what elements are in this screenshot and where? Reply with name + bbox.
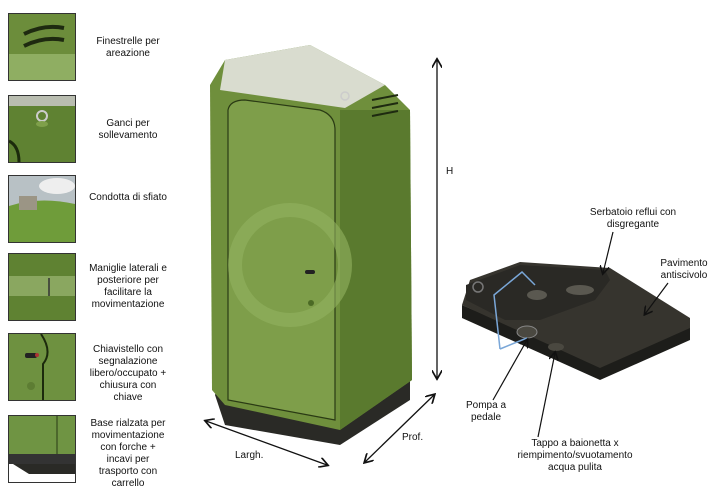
base-floor-illustration	[462, 262, 690, 380]
label-depth: Prof.	[402, 432, 424, 443]
caption-base: Base rialzata per movimentazione con for…	[90, 418, 166, 489]
label-floor: Pavimento antiscivolo	[660, 258, 708, 281]
callout-lines	[492, 231, 669, 438]
label-pump: Pompa a pedale	[465, 400, 507, 423]
caption-handles: Maniglie laterali e posteriore per facil…	[89, 263, 167, 310]
thumb-vent-pipe	[8, 175, 76, 243]
width-arrow	[206, 421, 327, 465]
caption-vents: Finestrelle per areazione	[96, 36, 160, 59]
caption-latch: Chiavistello con segnalazione libero/occ…	[89, 344, 167, 403]
thumb-vents	[8, 13, 76, 81]
caption-hooks: Ganci per sollevamento	[98, 118, 158, 141]
label-cap: Tappo a baionetta x riempimento/svuotame…	[517, 438, 633, 473]
depth-arrow	[365, 395, 434, 462]
thumb-handles	[8, 253, 76, 321]
thumb-latch	[8, 333, 76, 401]
cabin	[210, 45, 412, 445]
caption-vent-pipe: Condotta di sfiato	[89, 192, 167, 203]
label-tank: Serbatoio reflui con disgregante	[589, 207, 677, 230]
label-width: Largh.	[235, 450, 264, 461]
thumb-hooks	[8, 95, 76, 163]
label-height: H	[446, 166, 454, 177]
thumb-base	[8, 415, 76, 483]
